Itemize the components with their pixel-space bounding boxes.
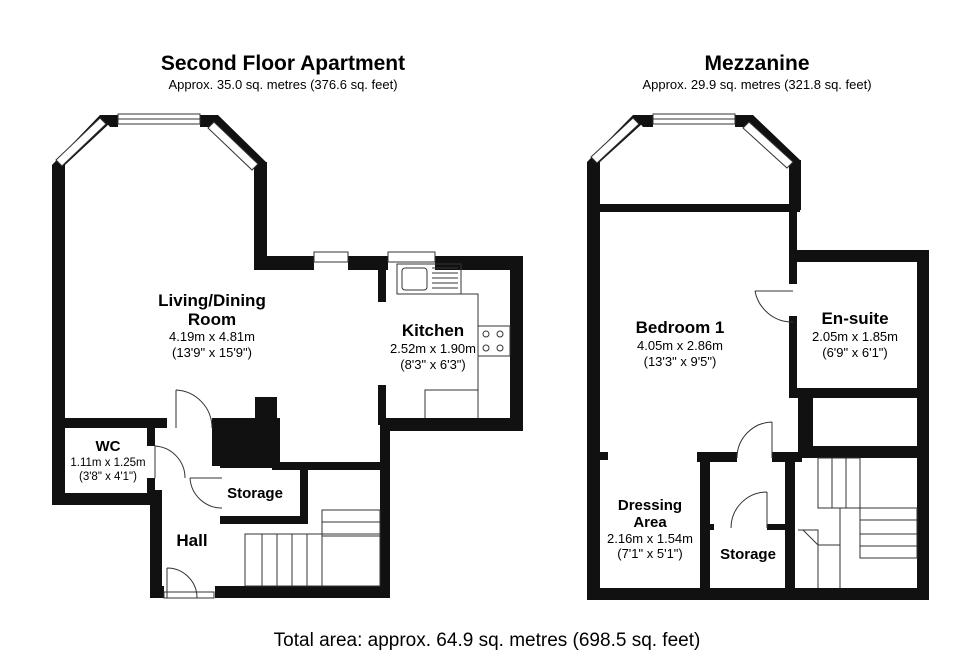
kitchen-fittings <box>396 263 511 418</box>
room-size-metric: 2.16m x 1.54m <box>607 531 693 546</box>
mezzanine-windows <box>590 113 794 169</box>
plan-title: Second Floor Apartment <box>161 52 405 75</box>
room-name-hall: Hall <box>176 531 207 550</box>
room-name-storage: Storage <box>720 546 776 563</box>
second-floor-stairs <box>244 509 381 587</box>
room-name-wc: WC <box>96 438 121 455</box>
mezzanine-plan: Mezzanine Approx. 29.9 sq. metres (321.8… <box>587 52 929 600</box>
room-size-imperial: (6'9" x 6'1") <box>822 345 888 360</box>
plan-title: Mezzanine <box>704 52 809 75</box>
room-size-imperial: (8'3" x 6'3") <box>400 357 466 372</box>
mezzanine-stairs <box>798 457 918 588</box>
room-size-imperial: (3'8" x 4'1") <box>79 471 137 483</box>
second-floor-doors <box>154 389 223 599</box>
room-name-living: Living/Dining <box>158 291 266 310</box>
room-name-bedroom: Bedroom 1 <box>636 318 725 337</box>
second-floor-windows <box>55 113 436 263</box>
room-size-metric: 4.19m x 4.81m <box>169 329 255 344</box>
plan-area: Approx. 29.9 sq. metres (321.8 sq. feet) <box>642 77 871 92</box>
room-size-imperial: (13'9" x 15'9") <box>172 345 252 360</box>
room-size-metric: 2.52m x 1.90m <box>390 341 476 356</box>
room-size-metric: 1.11m x 1.25m <box>70 457 145 469</box>
total-area: Total area: approx. 64.9 sq. metres (698… <box>274 630 701 651</box>
room-name-ensuite: En-suite <box>821 309 888 328</box>
mezzanine-doors <box>730 290 794 529</box>
room-name-dressing: Dressing <box>618 497 682 514</box>
room-name-storage: Storage <box>227 485 283 502</box>
room-size-metric: 2.05m x 1.85m <box>812 329 898 344</box>
second-floor-plan: Second Floor Apartment Approx. 35.0 sq. … <box>52 52 523 599</box>
room-name-dressing-line2: Area <box>633 514 667 531</box>
room-size-metric: 4.05m x 2.86m <box>637 338 723 353</box>
room-size-imperial: (7'1" x 5'1") <box>617 546 683 561</box>
plan-area: Approx. 35.0 sq. metres (376.6 sq. feet) <box>168 77 397 92</box>
room-size-imperial: (13'3" x 9'5") <box>644 354 717 369</box>
second-floor-walls <box>52 115 523 598</box>
room-name-living-line2: Room <box>188 310 236 329</box>
room-name-kitchen: Kitchen <box>402 321 464 340</box>
